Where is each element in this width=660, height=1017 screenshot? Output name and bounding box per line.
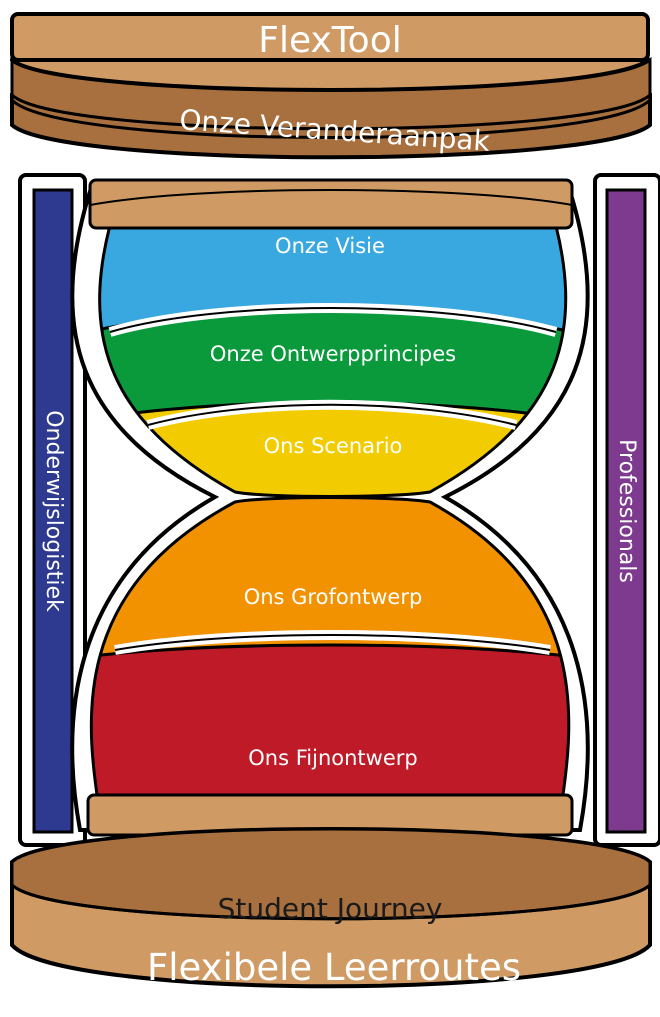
layer-label-visie: Onze Visie <box>275 234 385 258</box>
bottom-subtitle: Student Journey <box>218 892 443 925</box>
layer-fijnontwerp-band <box>91 643 569 815</box>
bottom-title: Flexibele Leerroutes <box>147 946 521 989</box>
pillar-left-label: Onderwijslogistiek <box>41 410 66 612</box>
layer-label-ontwerpprincipes: Onze Ontwerpprincipes <box>210 342 456 366</box>
layer-label-grofontwerp: Ons Grofontwerp <box>244 585 423 609</box>
pillar-left: Onderwijslogistiek <box>18 173 87 847</box>
top-cap <box>9 12 652 230</box>
layer-label-scenario: Ons Scenario <box>264 434 403 458</box>
layer-label-fijnontwerp: Ons Fijnontwerp <box>248 746 417 770</box>
bottom-cap <box>10 793 652 989</box>
top-title: FlexTool <box>258 20 401 61</box>
pillar-right: Professionals <box>593 173 660 847</box>
pillar-right-label: Professionals <box>614 439 639 583</box>
